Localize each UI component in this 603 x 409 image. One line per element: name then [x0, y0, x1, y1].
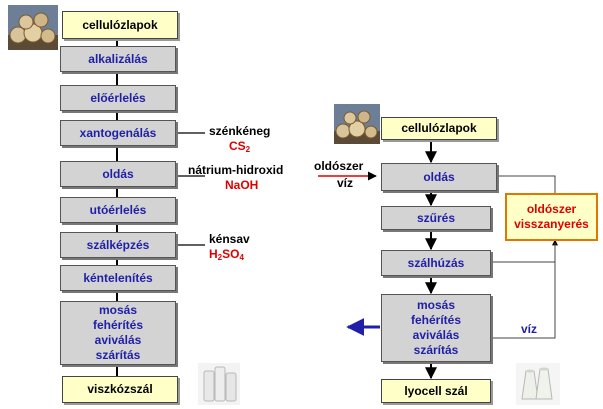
step-label: kéntelenítés: [83, 270, 153, 285]
step-label: fehérítés: [92, 318, 144, 332]
step-szalhuzas: szálhúzás: [381, 250, 491, 276]
right-start-cellulozlapok: cellulózlapok: [381, 117, 497, 140]
formula-naoh: NaOH: [225, 178, 259, 192]
step-label: oldás: [423, 169, 455, 184]
wood-logs-icon: [8, 5, 58, 50]
input-viz: víz: [337, 176, 354, 190]
formula-cs2: CS2: [229, 139, 251, 154]
step-label: aviválás: [412, 328, 460, 342]
fiber-spools-icon: [516, 363, 560, 405]
step-label: avivá­lás: [94, 333, 142, 347]
step-label: cellulózlapok: [82, 17, 158, 32]
step-szalkepzes: szálképzés: [60, 232, 176, 258]
step-mosas-left: mosás fehérítés avivá­lás szárítás: [60, 301, 176, 365]
step-label: utóérlelés: [89, 202, 147, 217]
step-utoerleles: utóérlelés: [60, 197, 176, 223]
recovery-label: visszanyerés: [514, 217, 589, 231]
input-oldoszer: oldószer: [314, 159, 364, 173]
step-label: lyocell szál: [404, 383, 468, 398]
step-label: szálképzés: [86, 237, 150, 252]
step-mosas-right: mosás fehérítés aviválás szárítás: [381, 294, 491, 362]
wood-logs-icon: [334, 104, 380, 144]
formula-h2so4: H2SO4: [209, 247, 244, 262]
step-label: xantogenálás: [79, 125, 157, 140]
reagent-natrium-hidroxid: nátrium-hidroxid: [188, 163, 284, 177]
step-label: fehérítés: [410, 313, 462, 327]
step-label: mosás: [416, 298, 456, 312]
step-label: viszkózszál: [87, 382, 153, 396]
step-szures: szűrés: [381, 206, 491, 230]
recovery-box: oldószer visszanyerés: [505, 193, 598, 241]
step-label: szálhúzás: [407, 255, 465, 270]
left-start-cellulozlapok: cellulózlapok: [62, 11, 178, 39]
step-label: alkalizálás: [88, 51, 148, 66]
step-label: mosás: [98, 303, 138, 317]
step-label: szárítás: [413, 343, 459, 357]
step-label: oldás: [102, 166, 134, 181]
right-end-lyocell: lyocell szál: [381, 379, 491, 403]
step-kentelenites: kéntelenítés: [60, 265, 176, 291]
left-end-viszkozszal: viszkózszál: [62, 376, 178, 403]
step-label: szűrés: [416, 210, 456, 225]
reagent-kensav: kénsav: [209, 232, 250, 246]
step-alkalizalas: alkalizálás: [60, 46, 176, 72]
recovery-label: oldószer: [526, 202, 577, 216]
step-eloerleles: előérlelés: [60, 85, 176, 111]
step-label: cellulózlapok: [401, 121, 477, 135]
step-label: szárítás: [95, 348, 141, 362]
step-oldas-left: oldás: [60, 161, 176, 187]
reagent-szenkeneg: szénkéneg: [209, 124, 271, 138]
water-label: víz: [521, 322, 538, 336]
step-label: előérlelés: [90, 90, 146, 105]
step-oldas-right: oldás: [381, 163, 497, 191]
fiber-spools-icon: [198, 363, 240, 405]
step-xantogenalas: xantogenálás: [60, 120, 176, 146]
